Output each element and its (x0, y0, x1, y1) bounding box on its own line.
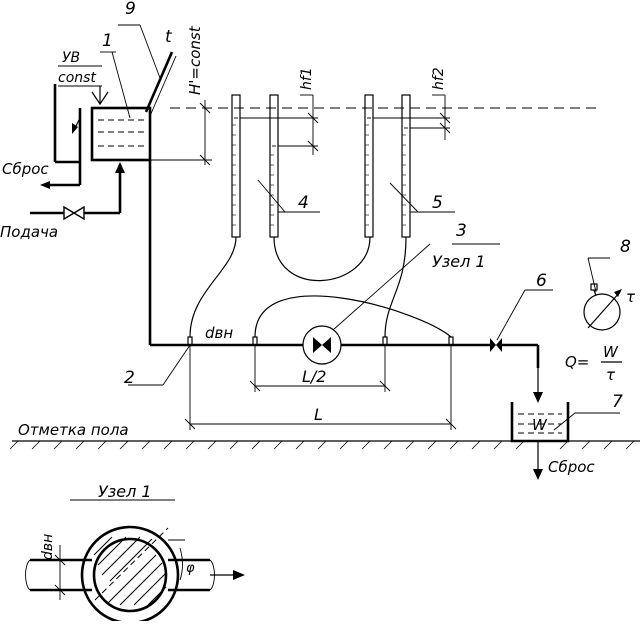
d-inner-label: dвн (205, 324, 233, 342)
callout-4: 4 (298, 193, 309, 213)
hf1-dimension (240, 94, 319, 155)
node-d-label: dвн (40, 534, 56, 560)
callout-leaders (100, 24, 620, 431)
hf2-dimension (373, 94, 451, 140)
callout-6: 6 (536, 271, 547, 291)
callout-7: 7 (612, 392, 623, 412)
node-label: Узел 1 (432, 252, 486, 271)
hf1-label: hf1 (299, 67, 315, 90)
supply-label: Подача (0, 223, 58, 241)
length-label: L (314, 405, 323, 424)
callout-5: 5 (432, 193, 443, 213)
piezometer-group-4 (231, 94, 279, 238)
overflow-pipe (40, 84, 82, 189)
volume-w-label: W (532, 416, 548, 434)
piezometer-group-5 (364, 94, 411, 238)
level-label-bottom: const (58, 70, 96, 86)
phi-label: φ (186, 561, 195, 576)
callout-1: 1 (102, 31, 113, 51)
supply-pipe (30, 162, 125, 221)
discharge-label-top: Сброс (2, 160, 49, 178)
level-indicator-arrow (58, 65, 109, 106)
level-label-top: УВ (62, 50, 80, 66)
head-dimension (150, 100, 212, 166)
discharge-label-bottom: Сброс (548, 458, 595, 476)
flow-numerator: W (603, 343, 619, 361)
thermometer (144, 51, 177, 117)
flow-q-label: Q= (565, 353, 589, 371)
main-pipe (148, 160, 543, 403)
floor-mark-label: Отметка пола (18, 421, 129, 439)
tau-label: τ (626, 288, 636, 306)
local-resistance-valve (302, 325, 342, 365)
pressure-tank (90, 106, 152, 162)
node-detail-title: Узел 1 (98, 482, 152, 501)
node-detail (25, 499, 245, 625)
piezometer-hoses (189, 236, 452, 338)
head-label: H'=const (186, 25, 204, 95)
outlet-valve (490, 338, 502, 352)
hf2-label: hf2 (431, 67, 447, 90)
measuring-tank (510, 402, 570, 480)
callout-8: 8 (620, 237, 631, 257)
thermometer-label: t (165, 27, 173, 47)
callout-2: 2 (124, 368, 135, 388)
callout-9: 9 (125, 0, 136, 19)
length-dimensions (184, 345, 457, 430)
flow-denominator: τ (606, 366, 616, 384)
stopwatch-icon (583, 283, 622, 331)
half-length-label: L/2 (302, 367, 326, 386)
callout-3: 3 (456, 221, 467, 241)
